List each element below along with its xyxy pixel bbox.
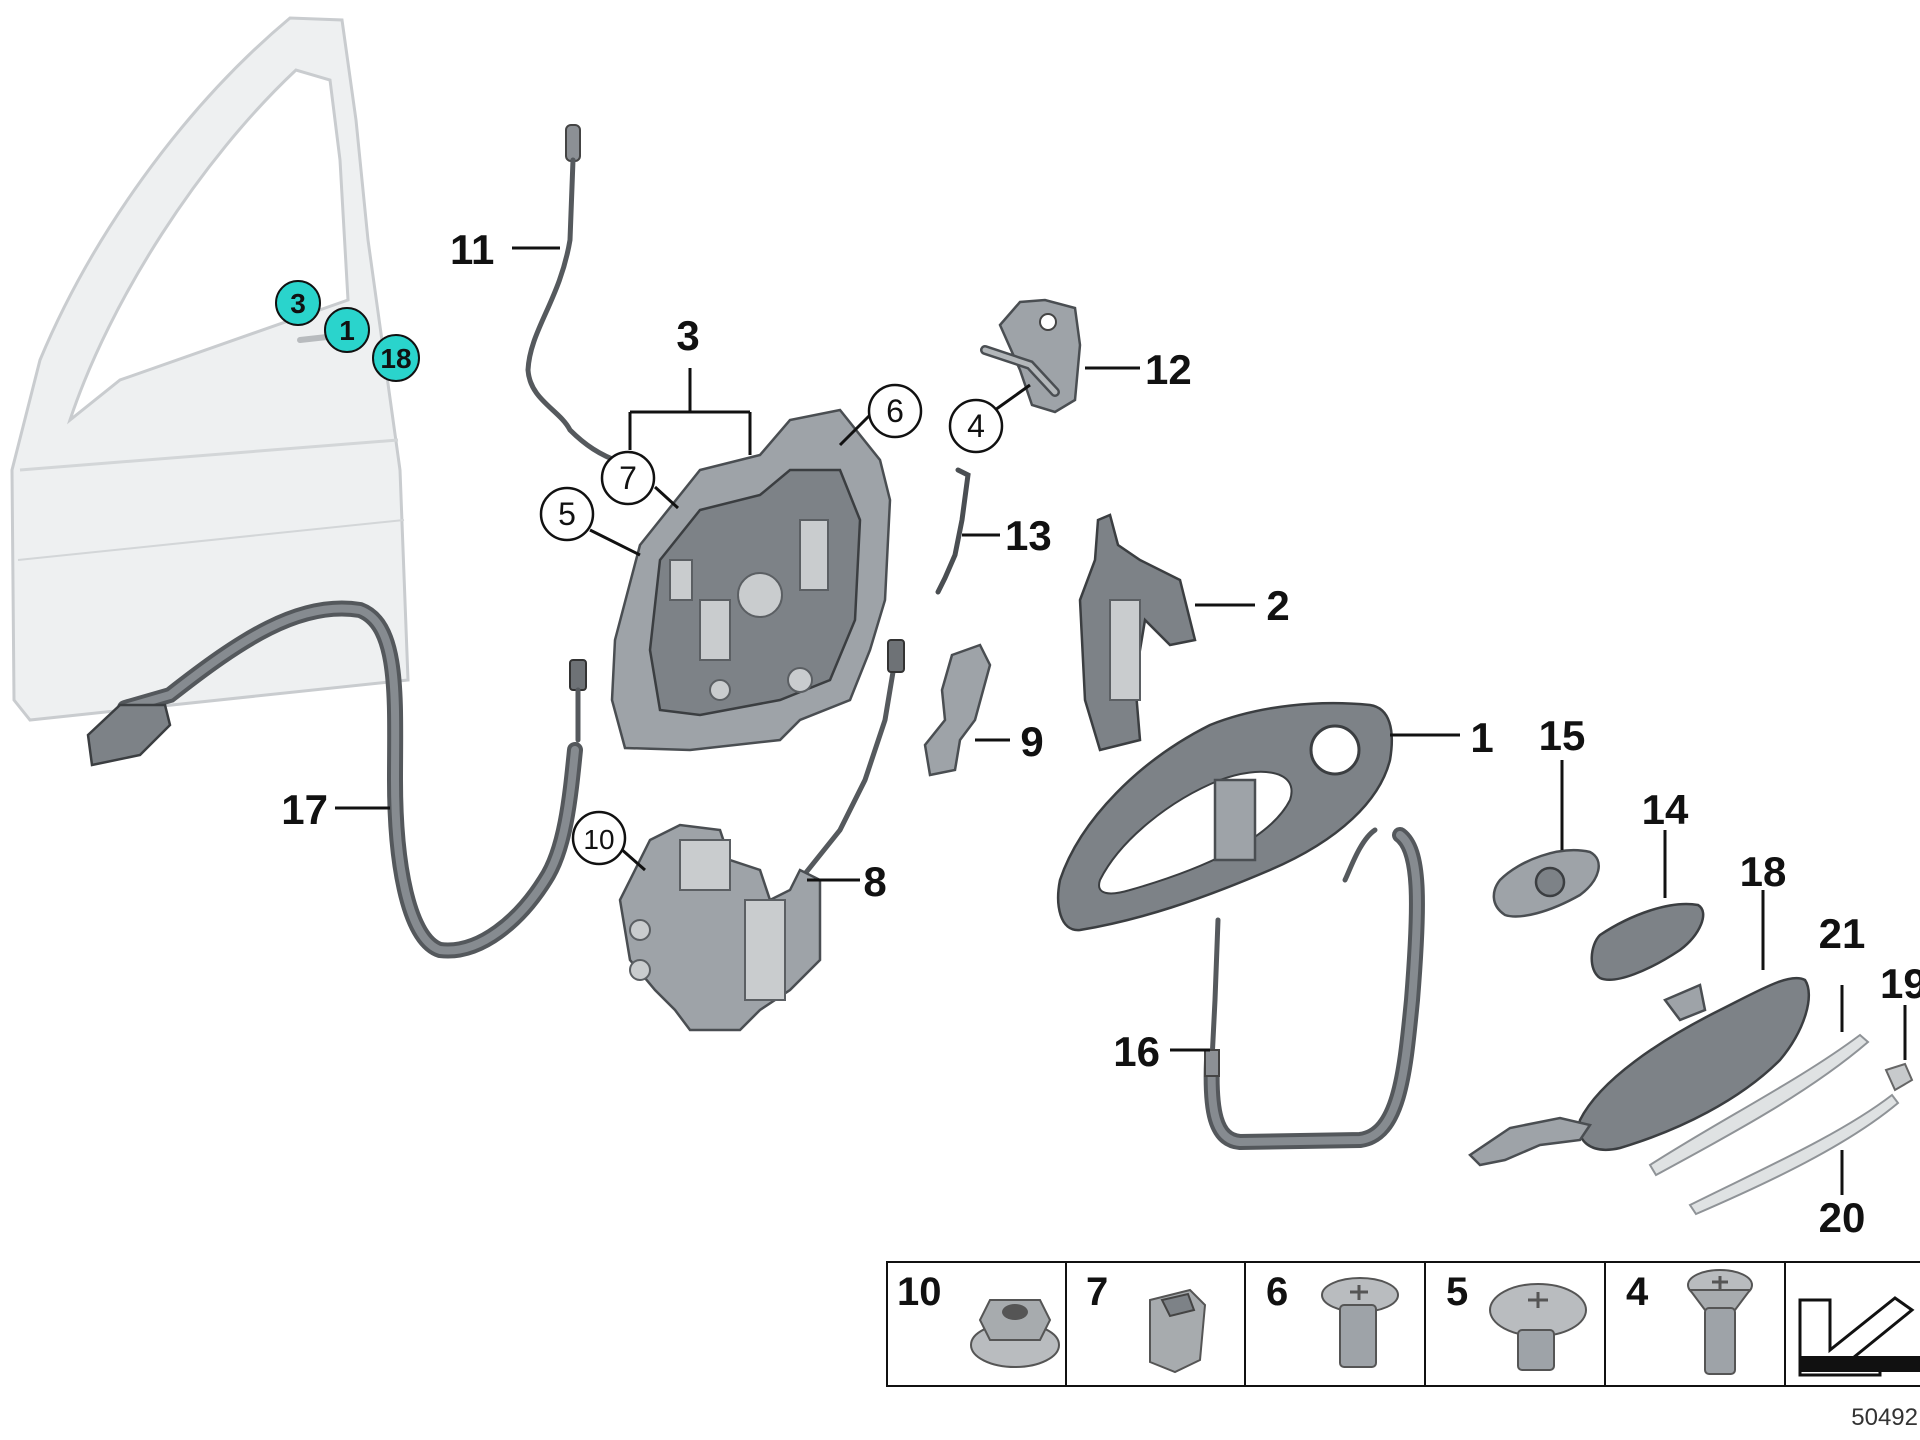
part-17-hose bbox=[86, 600, 587, 959]
svg-text:10: 10 bbox=[583, 824, 614, 855]
svg-text:6: 6 bbox=[1266, 1270, 1288, 1314]
part-20-trim bbox=[1688, 1093, 1900, 1216]
fastener-cell-6[interactable]: 6 bbox=[1266, 1270, 1399, 1368]
callout-18: 18 bbox=[1740, 848, 1787, 895]
callout-16: 16 bbox=[1113, 1028, 1160, 1075]
fastener-table: 10 7 6 5 4 bbox=[886, 1261, 1920, 1387]
fastener-cell-10[interactable]: 10 bbox=[897, 1270, 1060, 1368]
leader-lines bbox=[335, 246, 1907, 1195]
part-15-cover bbox=[1492, 849, 1600, 918]
part-14-cap bbox=[1590, 902, 1705, 981]
callout-9: 9 bbox=[1020, 718, 1043, 765]
ref-circle-5: 5 bbox=[539, 486, 595, 542]
callout-12: 12 bbox=[1145, 346, 1192, 393]
part-11-cable bbox=[525, 124, 623, 465]
callout-2: 2 bbox=[1266, 582, 1289, 629]
fastener-cell-5[interactable]: 5 bbox=[1446, 1270, 1587, 1371]
ref-circle-10: 10 bbox=[571, 810, 627, 866]
part-21-trim bbox=[1648, 1033, 1870, 1177]
ref-circle-4: 4 bbox=[948, 398, 1004, 454]
callout-numbers: 11 3 12 13 2 9 1 15 14 18 21 19 20 16 17… bbox=[281, 226, 1920, 1241]
svg-text:6: 6 bbox=[886, 393, 904, 429]
circled-refs: 6 7 5 4 10 bbox=[539, 383, 1004, 866]
hotspot-18-label: 18 bbox=[380, 343, 411, 374]
hotspot-18[interactable]: 18 bbox=[372, 334, 420, 382]
svg-text:7: 7 bbox=[619, 460, 637, 496]
callout-8: 8 bbox=[863, 858, 886, 905]
svg-text:7: 7 bbox=[1086, 1270, 1108, 1314]
callout-3: 3 bbox=[676, 312, 699, 359]
fastener-cell-4[interactable]: 4 bbox=[1626, 1269, 1753, 1375]
hotspot-3[interactable]: 3 bbox=[275, 280, 321, 326]
part-19-small bbox=[1884, 1062, 1914, 1092]
part-16-cable bbox=[1203, 827, 1425, 1151]
ref-circle-6: 6 bbox=[867, 383, 923, 439]
part-1-handle-carrier bbox=[1056, 701, 1394, 932]
callout-21: 21 bbox=[1819, 910, 1866, 957]
callout-17: 17 bbox=[281, 786, 328, 833]
callout-11: 11 bbox=[450, 226, 494, 273]
ref-circle-7: 7 bbox=[600, 450, 656, 506]
svg-text:4: 4 bbox=[967, 408, 985, 444]
part-8-actuator bbox=[618, 639, 905, 1032]
callout-1: 1 bbox=[1470, 714, 1493, 761]
hotspot-1-label: 1 bbox=[339, 315, 355, 346]
callout-14: 14 bbox=[1642, 786, 1689, 833]
part-13-rod bbox=[935, 467, 971, 595]
direction-arrow-icon bbox=[1798, 1296, 1920, 1377]
door-panel bbox=[10, 16, 410, 722]
fastener-cell-7[interactable]: 7 bbox=[1086, 1270, 1207, 1374]
callout-20: 20 bbox=[1819, 1194, 1866, 1241]
part-2-bracket bbox=[1078, 513, 1197, 752]
svg-text:4: 4 bbox=[1626, 1270, 1649, 1314]
part-3-door-lock bbox=[610, 408, 892, 752]
part-9-bracket bbox=[923, 643, 992, 777]
callout-15: 15 bbox=[1539, 712, 1586, 759]
svg-text:10: 10 bbox=[897, 1270, 942, 1314]
part-12-striker bbox=[980, 298, 1082, 414]
part-18-outer-handle bbox=[1468, 976, 1810, 1167]
hotspot-1[interactable]: 1 bbox=[324, 307, 370, 353]
callout-13: 13 bbox=[1005, 512, 1052, 559]
callout-19: 19 bbox=[1880, 960, 1920, 1007]
svg-text:5: 5 bbox=[1446, 1270, 1468, 1314]
diagram-reference-number: 50492 bbox=[1851, 1404, 1918, 1431]
hotspot-3-label: 3 bbox=[290, 288, 306, 319]
svg-text:5: 5 bbox=[558, 496, 576, 532]
